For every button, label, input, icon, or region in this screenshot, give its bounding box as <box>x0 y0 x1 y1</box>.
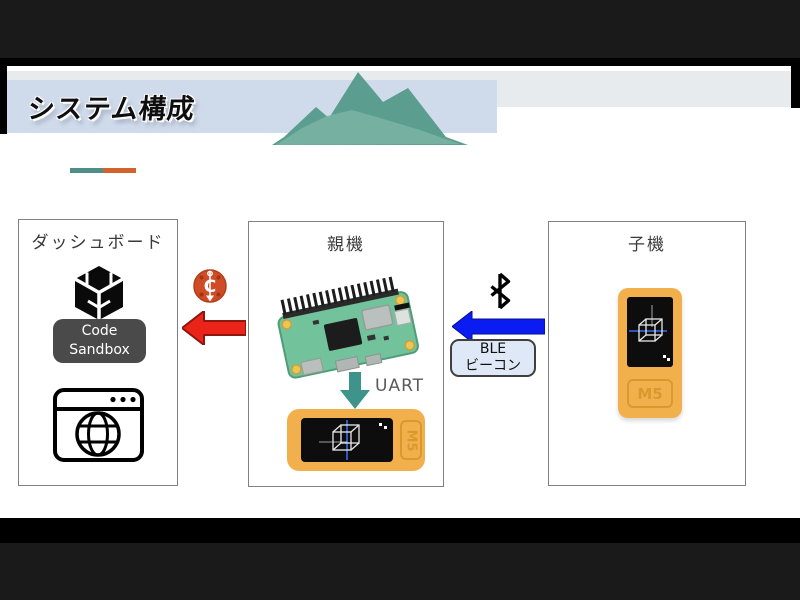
dashboard-box: ダッシュボード Code Sandbox <box>18 219 178 486</box>
red-arrow-icon <box>182 311 246 345</box>
codesandbox-cube-icon <box>74 266 124 320</box>
c-logo-icon: C <box>193 269 227 303</box>
cube-wireframe-icon <box>319 420 387 460</box>
mountain-icon <box>272 72 468 145</box>
uart-label: UART <box>375 376 425 396</box>
m5-device-vertical: M5 <box>618 288 682 418</box>
divider-teal-segment <box>70 168 103 173</box>
uart-arrow-icon <box>340 372 370 409</box>
bluetooth-icon <box>490 272 511 310</box>
divider-orange-segment <box>103 168 136 173</box>
codesandbox-label: Code Sandbox <box>53 319 146 363</box>
c-logo-letter: C <box>204 277 216 297</box>
ble-label-line2: ビーコン <box>465 358 521 374</box>
codesandbox-label-line1: Code <box>81 323 118 339</box>
right-edge-sliver <box>791 66 800 108</box>
left-edge-sliver <box>0 66 7 134</box>
cube-wireframe-icon <box>629 305 670 361</box>
m5-button: M5 <box>400 420 422 460</box>
dashboard-box-title: ダッシュボード <box>31 233 165 253</box>
child-box: 子機 <box>548 221 746 486</box>
m5-button-label: M5 <box>403 429 419 451</box>
m5-device-horizontal: M5 <box>287 409 425 471</box>
m5-screen <box>301 418 393 462</box>
blue-arrow-icon <box>452 311 545 342</box>
m5-button: M5 <box>627 379 673 408</box>
raspberry-pi-image <box>277 276 419 379</box>
m5-screen <box>627 297 673 367</box>
child-box-title: 子機 <box>628 235 666 255</box>
codesandbox-label-line2: Sandbox <box>69 342 130 358</box>
ble-beacon-label: BLE ビーコン <box>450 339 536 377</box>
slide: システム構成 ダッシュボード Code Sandbox <box>0 66 800 518</box>
parent-box-title: 親機 <box>327 235 365 255</box>
ble-label-line1: BLE <box>479 341 507 357</box>
page-title: システム構成 <box>26 94 197 125</box>
m5-button-label: M5 <box>637 384 663 403</box>
parent-box: 親機 <box>248 221 444 487</box>
browser-globe-icon <box>53 388 144 462</box>
accent-divider <box>70 168 136 173</box>
